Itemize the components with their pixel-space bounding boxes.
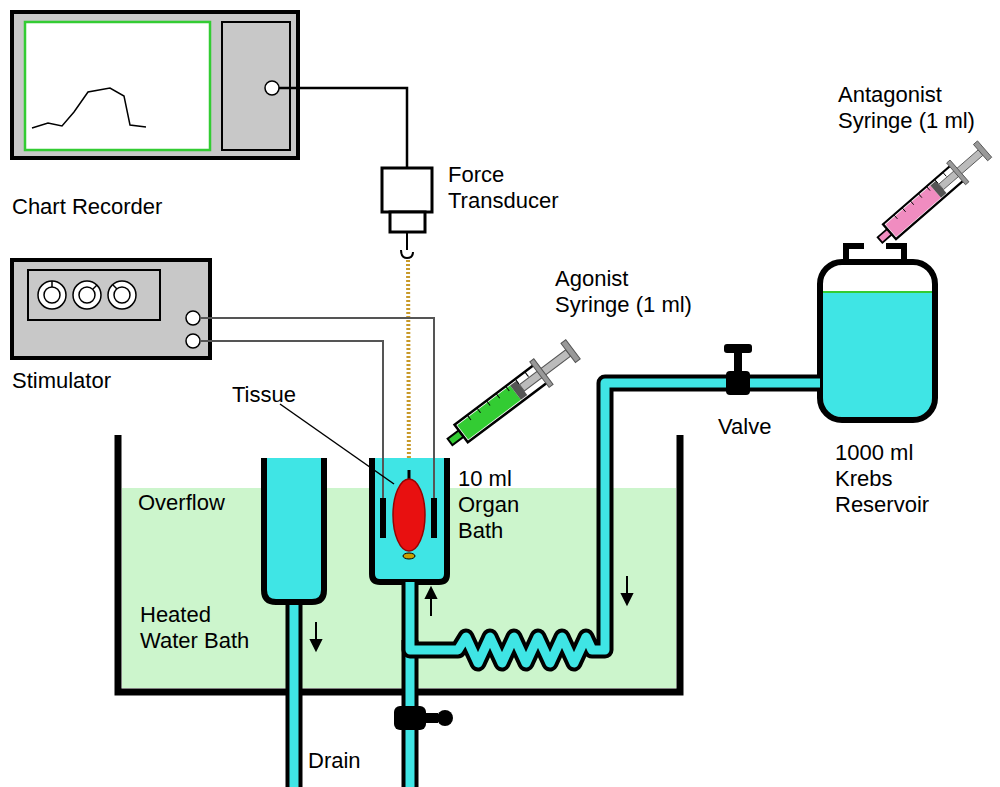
tissue-anchor xyxy=(403,553,415,559)
valve-stem xyxy=(734,352,742,372)
stimulator-terminal xyxy=(186,334,200,348)
electrode xyxy=(431,498,437,538)
valve-handle xyxy=(724,344,752,353)
device-label: Stimulator xyxy=(12,368,212,394)
thread xyxy=(408,260,409,478)
chart-recorder: Chart Recorder xyxy=(12,12,298,158)
reservoir-bottle xyxy=(820,262,935,420)
wire-line xyxy=(298,88,407,168)
stimulator: Stimulator xyxy=(12,260,210,358)
part-label: Tissue xyxy=(232,382,342,408)
overflow-pipe xyxy=(286,600,303,787)
wire-stub xyxy=(200,340,210,342)
reservoir-neck xyxy=(846,246,904,262)
wire-stub xyxy=(279,87,298,90)
transducer-hook xyxy=(401,232,413,258)
stimulator-panel xyxy=(28,270,160,320)
stopcock-handle xyxy=(424,713,438,723)
signal-wire xyxy=(298,88,407,168)
device-label: Chart Recorder xyxy=(12,194,292,220)
antagonist-syringe xyxy=(871,138,994,251)
part-label: Agonist Syringe (1 ml) xyxy=(555,266,703,318)
part-label: Antagonist Syringe (1 ml) xyxy=(838,82,990,134)
krebs-reservoir: 1000 ml Krebs Reservoir xyxy=(820,248,935,420)
tissue xyxy=(393,479,425,551)
stopcock-knob xyxy=(437,710,453,726)
part-label: Drain xyxy=(308,748,388,774)
recorder-screen xyxy=(25,22,210,150)
electrode xyxy=(380,498,386,538)
recorder-socket xyxy=(265,81,279,95)
recorder-body xyxy=(12,12,298,158)
overflow-vessel xyxy=(264,458,324,602)
tube-wall xyxy=(410,383,820,663)
agonist-syringe xyxy=(440,337,582,455)
device-label: Heated Water Bath xyxy=(140,602,258,654)
device-label: 1000 ml Krebs Reservoir xyxy=(835,440,939,518)
krebs-tube xyxy=(410,383,820,663)
device-label: Force Transducer xyxy=(448,162,573,214)
stopcock xyxy=(394,706,426,730)
stimulator-terminal xyxy=(186,311,200,325)
wire-stub xyxy=(200,317,210,319)
recorder-trace xyxy=(32,88,146,128)
stimulator-body xyxy=(12,260,210,358)
heated-water-bath: Heated Water Bath 10 ml Organ Bath xyxy=(118,435,680,692)
transducer-base xyxy=(390,212,425,232)
electrode-wire xyxy=(433,458,435,500)
valve-body xyxy=(726,371,750,395)
device-label: 10 ml Organ Bath xyxy=(458,466,533,544)
recorder-panel xyxy=(222,22,290,150)
krebs-solution xyxy=(823,292,932,417)
part-label: Overflow xyxy=(138,490,258,516)
organ-bath: 10 ml Organ Bath xyxy=(372,460,447,582)
leader-line xyxy=(280,404,394,484)
tube-wall xyxy=(410,383,820,663)
signal-wire xyxy=(210,318,434,460)
wire-line xyxy=(210,318,434,460)
stimulator-knobs xyxy=(38,281,136,309)
force-transducer: Force Transducer xyxy=(382,168,432,232)
overflow-pipe xyxy=(290,600,299,787)
transducer-body xyxy=(382,168,432,212)
part-label: Valve xyxy=(718,414,798,440)
electrode-wire xyxy=(382,458,384,500)
liquid-level xyxy=(823,291,932,293)
